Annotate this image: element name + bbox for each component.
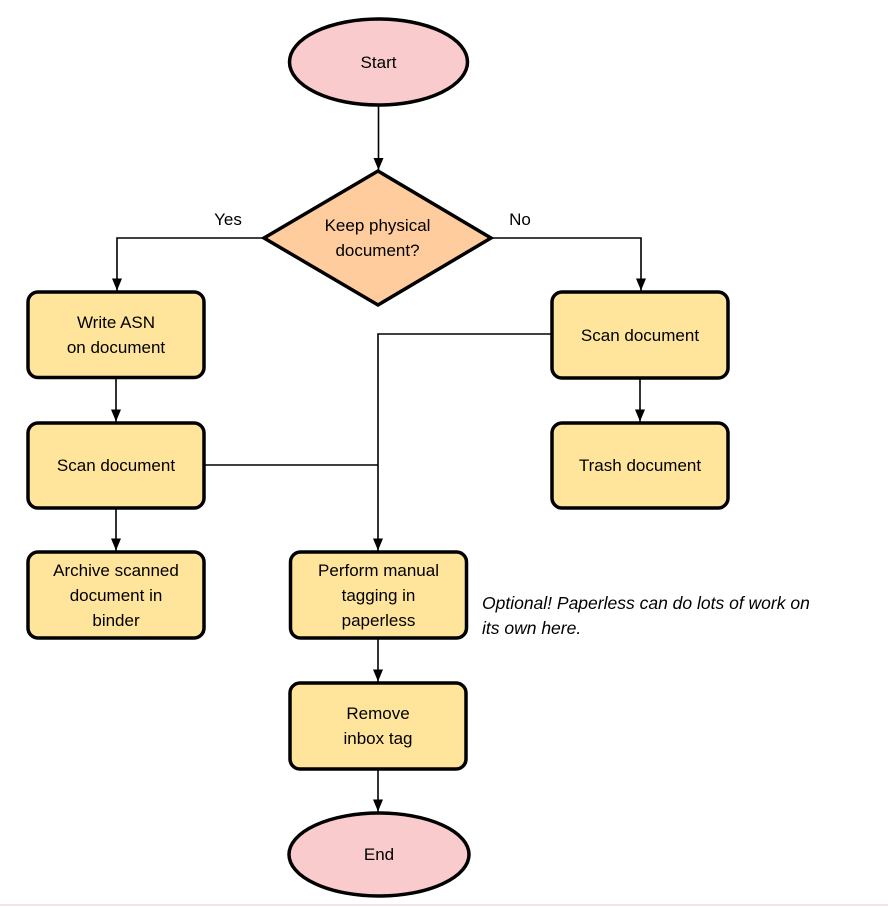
perform-tagging-node	[288, 550, 469, 640]
decision-node	[260, 168, 495, 308]
write-asn-node	[26, 290, 206, 380]
trash-node	[550, 421, 730, 510]
end-node	[287, 811, 471, 898]
no-edge-label: No	[509, 210, 531, 229]
edge-scan-right-to-perform	[373, 333, 552, 551]
scan-left-node	[26, 421, 206, 510]
scan-right-node	[550, 290, 730, 380]
start-node	[287, 17, 470, 107]
remove-inbox-node	[288, 681, 468, 771]
bottom-divider	[0, 904, 888, 906]
optional-note: Optional! Paperless can do lots of work …	[482, 593, 810, 638]
edge-decision-no-to-scan-right	[491, 237, 646, 291]
edge-decision-yes-to-write-asn	[112, 237, 264, 291]
yes-edge-label: Yes	[214, 210, 242, 229]
archive-node	[26, 550, 206, 640]
